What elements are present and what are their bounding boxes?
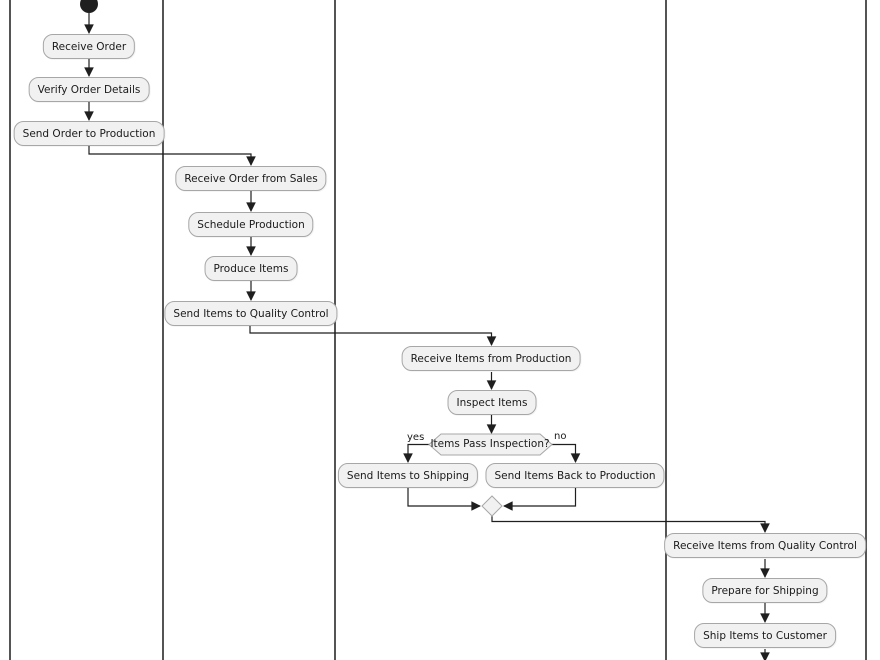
activity-receive-order: Receive Order: [42, 34, 136, 59]
activity-inspect-items: Inspect Items: [447, 390, 537, 415]
edge-back-to-merge: [503, 488, 577, 511]
edge-label-yes: yes: [407, 432, 425, 443]
activity-schedule-production: Schedule Production: [188, 212, 314, 237]
activity-produce-items: Produce Items: [204, 256, 298, 281]
activity-send-order-to-production: Send Order to Production: [13, 121, 165, 146]
activity-verify-order-details: Verify Order Details: [28, 77, 150, 102]
activity-ship-items-to-customer: Ship Items to Customer: [694, 623, 836, 648]
start-node: [80, 0, 98, 13]
edge-shipping-to-merge: [407, 488, 481, 511]
connector-edges: [84, 13, 770, 660]
edge-production-to-qc: [249, 326, 497, 346]
activity-receive-order-from-sales: Receive Order from Sales: [175, 166, 327, 191]
decision-node: [428, 433, 553, 456]
edge-decision-no: [551, 443, 581, 463]
merge-node: [481, 495, 503, 517]
activity-send-items-to-shipping: Send Items to Shipping: [337, 463, 479, 488]
edge-sales-to-production: [88, 146, 256, 166]
edge-qc-to-shipping-lane: [491, 516, 770, 533]
activity-send-items-to-quality-control: Send Items to Quality Control: [164, 301, 338, 326]
activity-receive-items-from-production: Receive Items from Production: [401, 346, 581, 371]
activity-send-items-back-to-production: Send Items Back to Production: [485, 463, 665, 488]
decision-question-label: Items Pass Inspection?: [430, 438, 550, 450]
activity-prepare-for-shipping: Prepare for Shipping: [702, 578, 828, 603]
edge-decision-yes: [403, 443, 430, 463]
activity-receive-items-from-quality-control: Receive Items from Quality Control: [664, 533, 866, 558]
edge-label-no: no: [554, 431, 567, 442]
